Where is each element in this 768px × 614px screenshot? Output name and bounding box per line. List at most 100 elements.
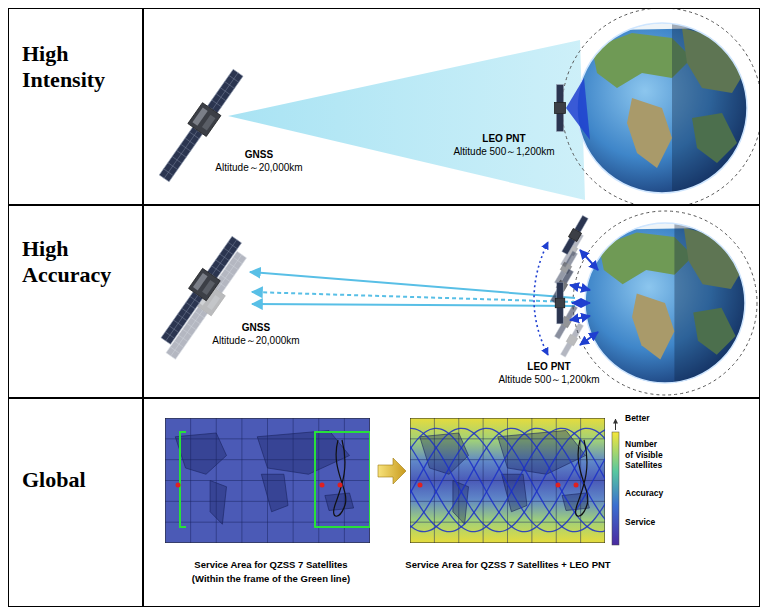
illustration-label: Service <box>625 517 655 528</box>
solar-panel <box>575 215 589 232</box>
grid-line <box>165 522 370 523</box>
intensity-illustration <box>154 9 759 204</box>
panel-grid <box>164 130 198 178</box>
solar-panel <box>161 292 203 345</box>
grid-line <box>165 480 370 481</box>
illustration-label: (Within the frame of the Green line) <box>192 574 350 585</box>
positioning-signal <box>580 250 598 270</box>
illustration-label: LEO PNT <box>482 133 525 145</box>
map-frame <box>165 418 370 543</box>
earth-globe <box>577 20 757 193</box>
ranging-signal <box>252 292 575 302</box>
grid-line <box>410 459 605 460</box>
row-heading: High Intensity <box>22 41 140 94</box>
station-dot <box>176 483 181 488</box>
row-heading-cell: High Intensity <box>8 8 143 205</box>
solar-panel <box>557 282 563 298</box>
illustration-label: Service Area for QZSS 7 Satellites <box>194 560 347 571</box>
signal-beam <box>228 40 585 200</box>
continent-outline <box>420 433 469 474</box>
station-dot <box>418 483 423 488</box>
earth-land <box>592 20 757 193</box>
color-scale <box>612 432 619 545</box>
grid-line <box>410 501 605 502</box>
grid-line <box>165 501 370 502</box>
solar-panel <box>556 113 563 131</box>
solar-panel <box>207 69 243 113</box>
row-heading: Global <box>22 467 140 493</box>
panel-grid <box>212 73 238 110</box>
illustration-label: Altitude 500～1,200km <box>453 146 554 158</box>
illustration-label: Service Area for QZSS 7 Satellites + LEO… <box>405 560 610 571</box>
map-ground <box>165 418 370 543</box>
satellite-body <box>555 103 566 114</box>
accuracy-illustration <box>156 211 757 395</box>
continent <box>627 98 672 168</box>
station-dot <box>574 483 579 488</box>
ice-cap <box>612 20 722 30</box>
positioning-signal <box>570 285 590 290</box>
solar-panel <box>572 323 584 338</box>
atmosphere <box>577 23 747 193</box>
satellite-icon <box>156 233 245 347</box>
leo-ground-track <box>410 428 605 531</box>
station-dot <box>338 483 343 488</box>
row-heading-cell: High Accuracy <box>8 205 143 398</box>
leo-satellite-icon <box>560 215 589 256</box>
continent-outline <box>261 474 288 512</box>
ranging-signal <box>252 304 575 306</box>
satellite-body <box>202 280 215 295</box>
earth-globe <box>585 220 754 383</box>
positioning-signal <box>580 332 598 345</box>
solar-panel <box>562 238 576 255</box>
satellite-body <box>555 298 565 308</box>
solar-panel <box>159 127 202 182</box>
solar-panel <box>556 85 563 103</box>
illustration-label: Altitude～20,000km <box>215 162 302 174</box>
leo-ground-track <box>410 428 605 531</box>
transition-arrow <box>378 458 406 484</box>
leo-ground-track <box>410 428 605 532</box>
grid-line <box>410 480 605 481</box>
positioning-signal <box>570 316 590 320</box>
illustration-cell: GNSSAltitude～20,000kmLEO PNTAltitude 500… <box>143 8 760 205</box>
atmosphere <box>585 223 745 383</box>
continent-outline <box>175 433 226 474</box>
illustration-label: LEO PNT <box>527 361 570 373</box>
illustration-label: GNSS <box>242 322 270 334</box>
leo-satellite-icon <box>555 282 565 324</box>
illustration-cell: GNSSAltitude～20,000kmLEO PNTAltitude 500… <box>143 205 760 398</box>
continent-outline <box>498 431 586 475</box>
grid-line <box>410 438 605 439</box>
service-frame <box>180 432 186 527</box>
ground-track <box>576 440 588 516</box>
panel-grid <box>212 240 237 275</box>
world-map <box>410 418 605 543</box>
row-heading: High Accuracy <box>22 236 140 289</box>
satellite-body <box>189 268 221 300</box>
solar-panel <box>554 324 566 339</box>
night-side <box>674 223 754 383</box>
solar-panel <box>560 342 572 357</box>
orbit-motion-arc <box>534 242 548 355</box>
orbit-ring <box>562 9 759 204</box>
satellite-body <box>188 103 221 137</box>
global-illustration <box>165 418 619 545</box>
illustration-label: Altitude 500～1,200km <box>498 374 599 386</box>
leo-ground-track <box>410 428 605 531</box>
grid-line <box>165 438 370 439</box>
solar-panel <box>207 236 241 278</box>
scale-arrow <box>615 419 616 430</box>
continent-outline <box>210 481 226 525</box>
orbit-ring <box>573 211 757 395</box>
illustration-label: Altitude～20,000km <box>212 335 299 347</box>
station-dot <box>556 483 561 488</box>
station-dot <box>320 483 325 488</box>
illustration-label: Better <box>625 413 650 424</box>
earth-land <box>599 220 754 383</box>
solar-panel <box>562 269 574 284</box>
continent-outline <box>325 493 354 511</box>
satellite-body <box>202 115 216 131</box>
leo-satellite-icon <box>555 85 566 132</box>
leo-satellite-icon <box>553 250 578 286</box>
